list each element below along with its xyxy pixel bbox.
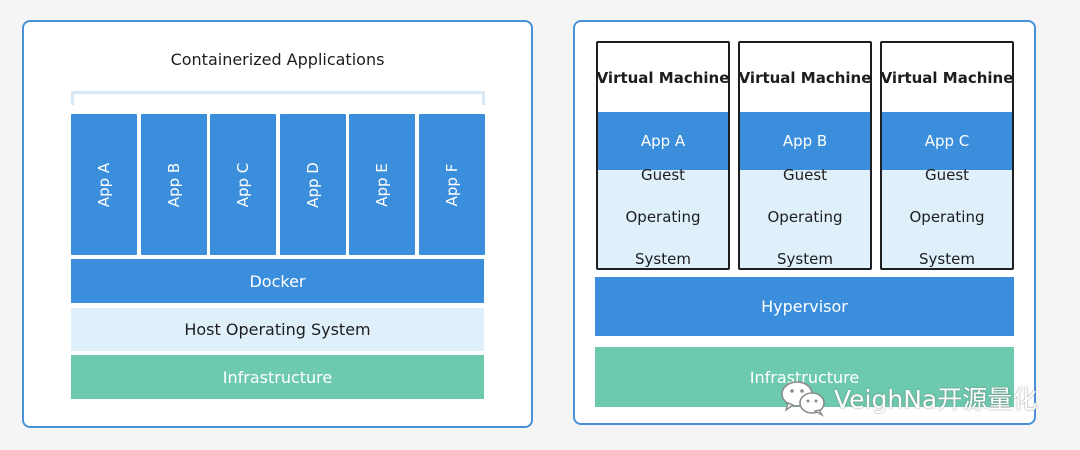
vm-app: App B — [740, 112, 870, 170]
container-app-a: App A — [71, 114, 137, 255]
container-app-label: App D — [304, 161, 322, 208]
container-app-c: App C — [210, 114, 276, 255]
vm-title: Virtual Machine — [880, 68, 1014, 87]
containerized-title: Containerized Applications — [170, 50, 385, 69]
virtual-machine-b: Virtual Machine App B Guest Operating Sy… — [738, 41, 872, 270]
vm-title: Virtual Machine — [596, 68, 730, 87]
guest-os: Guest Operating System — [882, 166, 1012, 268]
vm-app: App A — [598, 112, 728, 170]
guest-os-line: Guest — [924, 165, 970, 184]
guest-os-line: Guest — [640, 165, 686, 184]
container-app-f: App F — [419, 114, 485, 255]
container-app-e: App E — [349, 114, 415, 255]
guest-os-line: System — [919, 249, 975, 268]
watermark: VeighNa开源量化 — [780, 378, 1037, 418]
vm-app: App C — [882, 112, 1012, 170]
vm-title: Virtual Machine — [738, 68, 872, 87]
virtual-machine-a: Virtual Machine App A Guest Operating Sy… — [596, 41, 730, 270]
container-app-label: App E — [373, 162, 391, 207]
containerized-panel: Containerized Applications App A App B A… — [22, 20, 533, 428]
wechat-icon — [781, 381, 825, 417]
guest-os: Guest Operating System — [598, 166, 728, 268]
virtual-machines-panel: Virtual Machine App A Guest Operating Sy… — [573, 20, 1036, 425]
guest-os-line: System — [635, 249, 691, 268]
docker-layer: Docker — [71, 259, 484, 303]
container-app-b: App B — [141, 114, 207, 255]
container-app-label: App F — [443, 163, 461, 206]
container-app-label: App A — [95, 162, 113, 207]
container-app-d: App D — [280, 114, 346, 255]
hypervisor-layer: Hypervisor — [595, 277, 1014, 336]
container-app-label: App C — [234, 162, 252, 207]
container-infrastructure-layer: Infrastructure — [71, 355, 484, 399]
guest-os-line: System — [777, 249, 833, 268]
container-app-label: App B — [165, 162, 183, 207]
apps-bracket — [71, 91, 485, 105]
guest-os-line: Guest — [782, 165, 828, 184]
watermark-text: VeighNa开源量化 — [834, 385, 1038, 414]
guest-os-line: Operating — [767, 207, 843, 226]
guest-os: Guest Operating System — [740, 166, 870, 268]
guest-os-line: Operating — [909, 207, 985, 226]
guest-os-line: Operating — [625, 207, 701, 226]
virtual-machine-c: Virtual Machine App C Guest Operating Sy… — [880, 41, 1014, 270]
host-os-layer: Host Operating System — [71, 308, 484, 351]
